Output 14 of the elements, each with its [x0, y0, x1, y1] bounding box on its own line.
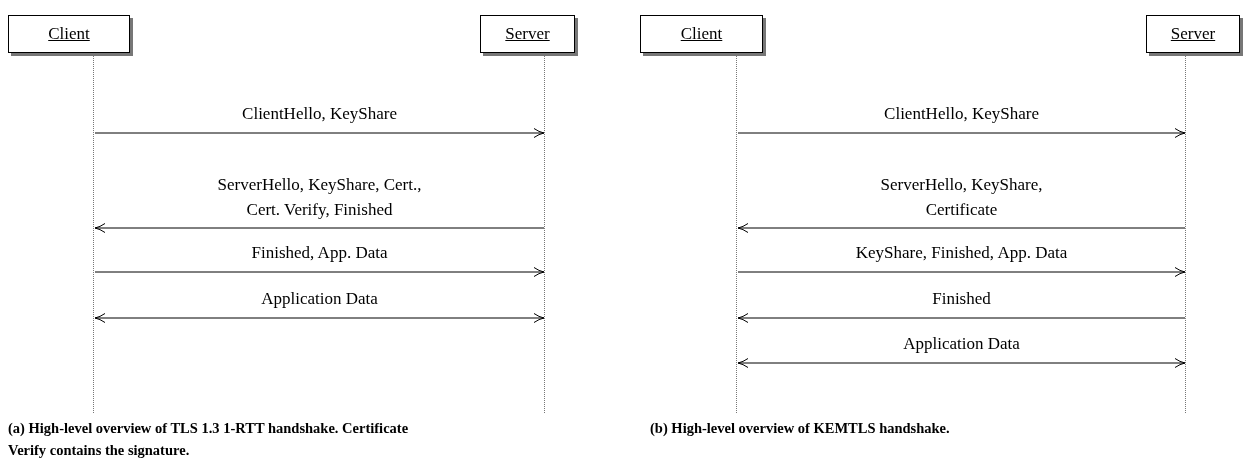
lifeline	[544, 53, 548, 413]
lifeline	[1185, 53, 1189, 413]
figure-caption: (a) High-level overview of TLS 1.3 1-RTT handshake. Certificate Verify contains the signature.	[8, 419, 410, 460]
lifeline	[93, 53, 97, 413]
participant-box	[1146, 15, 1240, 53]
participant-box	[640, 15, 763, 53]
participant-name: Server	[1170, 24, 1216, 44]
participant-name: Client	[680, 24, 723, 44]
participant-box	[480, 15, 575, 53]
participant-name: Client	[48, 24, 90, 44]
participant-name: Server	[505, 24, 550, 44]
figure-caption: (b) High-level overview of KEMTLS handshake.	[650, 419, 951, 438]
lifeline	[736, 53, 740, 413]
participant-box	[8, 15, 130, 53]
